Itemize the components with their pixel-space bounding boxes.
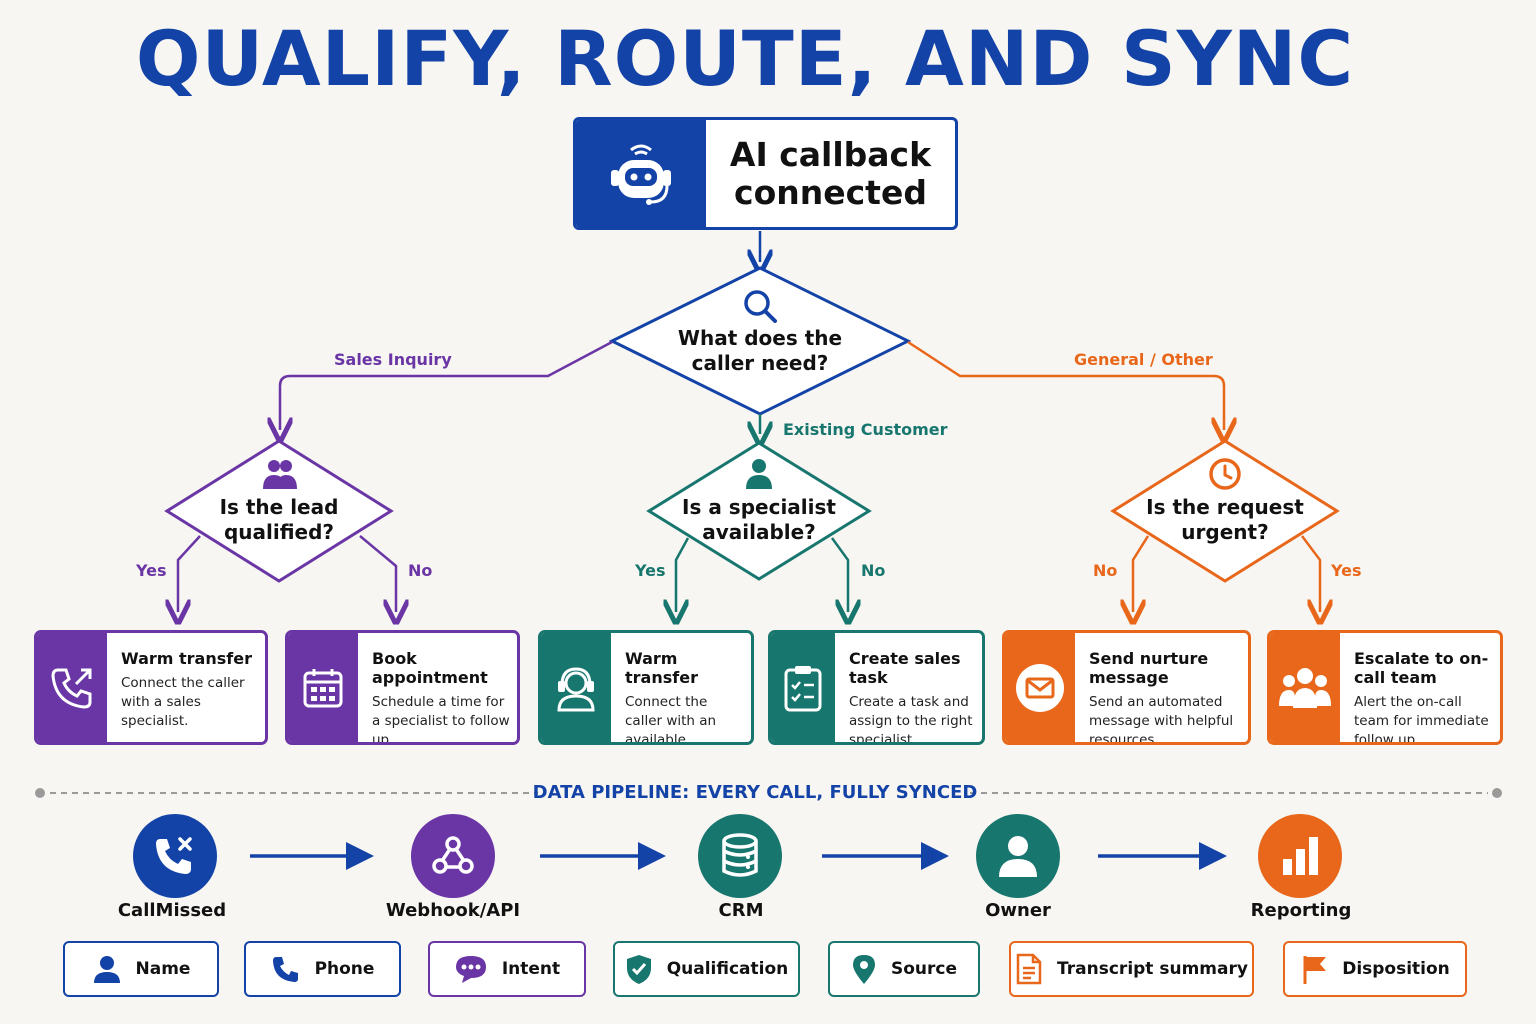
branch-label-general: General / Other [1074,350,1213,369]
start-node-label: AI callback connected [729,134,932,212]
people-icon [261,456,299,496]
field-chip-source: Source [828,941,980,997]
pipeline-node-label: CallMissed [117,900,227,921]
shield-check-icon [626,955,651,984]
branch-label-existing: Existing Customer [783,420,948,439]
chat-bubble-icon [455,956,486,983]
page-title: QUALIFY, ROUTE, AND SYNC [135,14,1355,103]
missed-call-icon [133,814,217,898]
root-question-text: What does the caller need? [677,326,843,375]
sales-yes-label: Yes [136,561,167,580]
card-description: Send an automated message with helpful r… [1089,694,1234,745]
card-description: Connect the caller with an available spe… [625,694,717,745]
field-label: Name [135,959,191,979]
branch-label-sales: Sales Inquiry [334,350,452,369]
card-title: Warm transfer [121,649,252,668]
field-chip-transcript-summary: Transcript summary [1009,941,1254,997]
clipboard-icon [771,633,835,742]
field-label: Qualification [666,959,789,979]
lead-qualified-diamond [164,439,394,583]
clock-icon [1207,456,1243,496]
field-label: Disposition [1342,959,1450,979]
sales-question-text: Is the lead qualified? [219,495,339,544]
card-title: Book appointment [372,649,488,687]
database-icon [698,814,782,898]
flag-icon [1303,956,1327,984]
user-icon [976,814,1060,898]
card-description: Create a task and assign to the right sp… [849,694,973,745]
pipeline-node-label: CRM [718,900,764,921]
field-chip-qualification: Qualification [613,941,800,997]
specialist-available-diamond [646,441,872,581]
calendar-icon [288,633,358,742]
card-title: Send nurture message [1089,649,1209,687]
general-no-label: No [1093,561,1118,580]
field-label: Intent [501,959,561,979]
field-chip-disposition: Disposition [1283,941,1467,997]
map-pin-icon [852,955,875,984]
field-label: Phone [314,959,375,979]
card-title: Create sales task [849,649,961,687]
person-icon [742,456,776,494]
pipeline-node-label: Owner [985,900,1051,921]
user-icon [93,956,120,983]
robot-icon [576,120,706,227]
general-yes-label: Yes [1331,561,1362,580]
start-node: AI callback connected [573,117,958,230]
field-chip-name: Name [63,941,219,997]
pipeline-title: DATA PIPELINE: EVERY CALL, FULLY SYNCED [532,782,978,803]
field-label: Source [890,959,958,979]
card-title: Escalate to on-call team [1354,649,1489,687]
request-urgent-diamond [1110,439,1340,583]
document-icon [1016,953,1042,985]
sales-no-label: No [408,561,433,580]
webhook-icon [411,814,495,898]
existing-question-text: Is a specialist available? [682,495,836,544]
card-description: Connect the caller with a sales speciali… [121,675,245,729]
phone-transfer-icon [37,633,107,742]
pipeline-node-label: Reporting [1250,900,1352,921]
existing-yes-label: Yes [635,561,666,580]
card-description: Schedule a time for a specialist to foll… [372,694,510,745]
general-question-text: Is the request urgent? [1146,495,1304,544]
field-chip-intent: Intent [428,941,586,997]
envelope-icon [1005,633,1075,742]
existing-no-label: No [861,561,886,580]
team-icon [1270,633,1340,742]
bar-chart-icon [1258,814,1342,898]
field-chip-phone: Phone [244,941,401,997]
magnifier-icon [741,287,779,329]
field-label: Transcript summary [1057,959,1248,979]
headset-icon [541,633,611,742]
card-description: Alert the on-call team for immediate fol… [1354,694,1489,745]
pipeline-node-label: Webhook/API [385,900,521,921]
card-title: Warm transfer [625,649,698,687]
phone-icon [272,957,298,982]
